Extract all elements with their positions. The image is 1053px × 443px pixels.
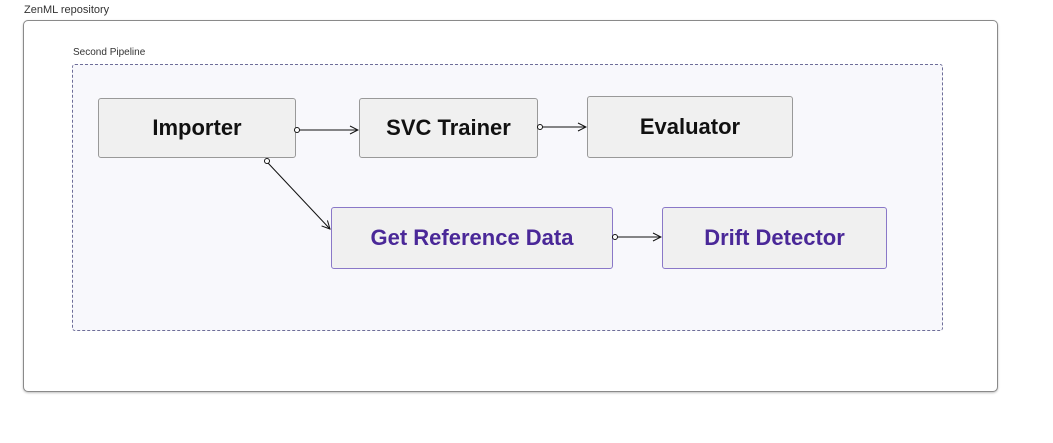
pipeline-label: Second Pipeline [73,47,146,58]
step-importer[interactable]: Importer [98,98,296,158]
step-get-reference-data[interactable]: Get Reference Data [331,207,613,269]
repository-label: ZenML repository [24,4,110,16]
step-svc-trainer[interactable]: SVC Trainer [359,98,538,158]
step-evaluator[interactable]: Evaluator [587,96,793,158]
step-drift-detector[interactable]: Drift Detector [662,207,887,269]
